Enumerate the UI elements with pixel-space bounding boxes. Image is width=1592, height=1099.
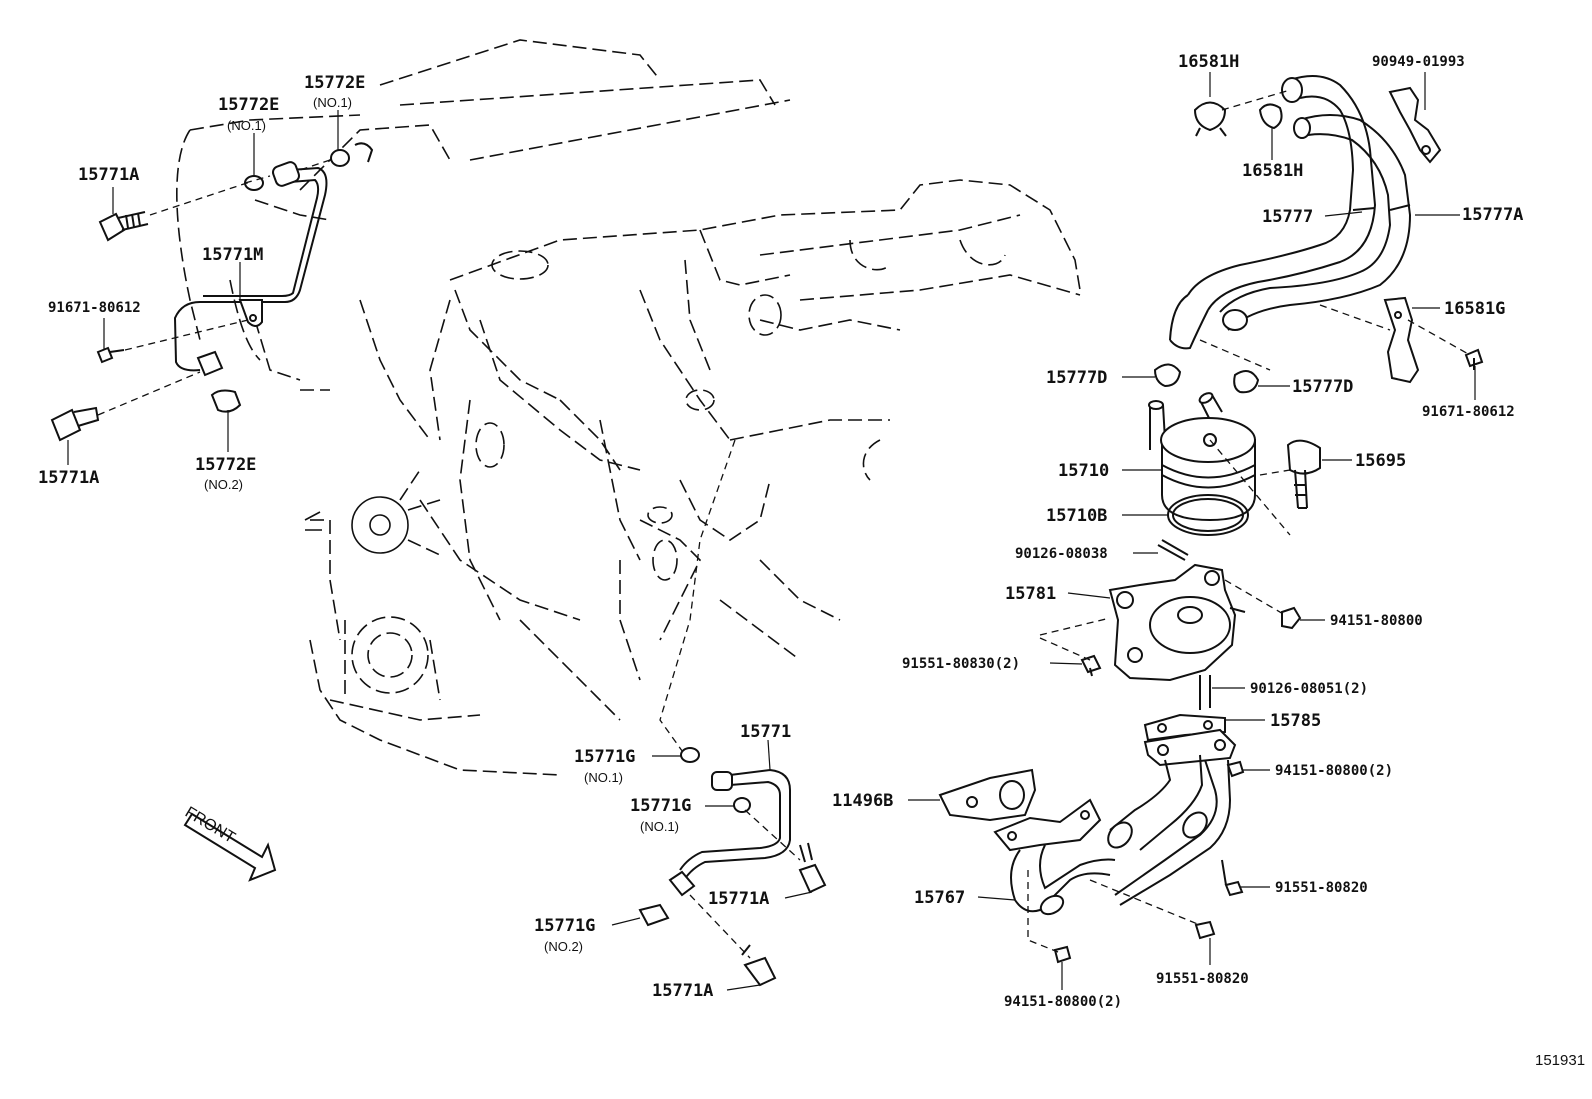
label-15710b: 15710B bbox=[1046, 506, 1107, 526]
label-15771g-c-sub: (NO.2) bbox=[544, 939, 583, 954]
label-15772e-b: 15772E bbox=[304, 73, 365, 93]
label-90126-b: 90126-08051(2) bbox=[1250, 681, 1368, 697]
label-91551-b: 91551-80820 bbox=[1275, 880, 1368, 896]
label-94151-a: 94151-80800 bbox=[1330, 613, 1423, 629]
label-15772e-b-sub: (NO.1) bbox=[313, 95, 352, 110]
label-91551-c: 91551-80820 bbox=[1156, 971, 1249, 987]
label-15771g-b-sub: (NO.1) bbox=[640, 819, 679, 834]
label-15777d-b: 15777D bbox=[1292, 377, 1353, 397]
label-15771a-a: 15771A bbox=[78, 165, 139, 185]
label-15777: 15777 bbox=[1262, 207, 1313, 227]
label-15771m: 15771M bbox=[202, 245, 263, 265]
label-11496b: 11496B bbox=[832, 791, 893, 811]
diagram-code: 151931 bbox=[1535, 1052, 1585, 1069]
label-16581h-a: 16581H bbox=[1178, 52, 1239, 72]
gasket-15771g-c-shape bbox=[638, 903, 670, 927]
engine-block-outline bbox=[176, 39, 1081, 776]
label-15772e-c: 15772E bbox=[195, 455, 256, 475]
leader-lines bbox=[67, 72, 1476, 991]
label-15781: 15781 bbox=[1005, 584, 1056, 604]
gasket-11496b-shape bbox=[938, 768, 1037, 822]
clamp-16581h-b-shape bbox=[1258, 103, 1283, 130]
label-94151-c: 94151-80800(2) bbox=[1004, 994, 1122, 1010]
gasket-15772e-b-shape bbox=[330, 149, 350, 167]
gasket-15771g-a-shape bbox=[680, 747, 700, 763]
label-15777d-a: 15777D bbox=[1046, 368, 1107, 388]
gasket-15772e-c-shape bbox=[210, 389, 242, 413]
label-91671-a: 91671-80612 bbox=[48, 300, 141, 316]
label-15772e-c-sub: (NO.2) bbox=[204, 477, 243, 492]
label-16581g: 16581G bbox=[1444, 299, 1505, 319]
label-15771g-b: 15771G bbox=[630, 796, 691, 816]
label-15777a: 15777A bbox=[1462, 205, 1523, 225]
front-arrow: FRONT bbox=[182, 804, 277, 882]
clamp-15777d-b-shape bbox=[1233, 370, 1260, 394]
oil-filter-bracket-15781-group bbox=[1039, 563, 1302, 710]
label-15771a-d: 15771A bbox=[652, 981, 713, 1001]
bolt-15695-shape bbox=[1286, 439, 1321, 475]
oil-pipe-15771m-group bbox=[50, 142, 374, 442]
gasket-15771g-b-shape bbox=[733, 797, 751, 813]
label-90949: 90949-01993 bbox=[1372, 54, 1465, 70]
label-90126-a: 90126-08038 bbox=[1015, 546, 1108, 562]
label-15771: 15771 bbox=[740, 722, 791, 742]
label-16581h-b: 16581H bbox=[1242, 161, 1303, 181]
label-15771g-c: 15771G bbox=[534, 916, 595, 936]
clamp-15777d-a-shape bbox=[1153, 363, 1182, 388]
part-labels: 15772E (NO.1) 15772E (NO.1) 15771A 15771… bbox=[38, 52, 1585, 1069]
label-91551-a: 91551-80830(2) bbox=[902, 656, 1020, 672]
label-15695: 15695 bbox=[1355, 451, 1406, 471]
oil-pipe-15771-group bbox=[638, 439, 827, 987]
clamp-16581h-a-shape bbox=[1193, 101, 1227, 132]
bracket-90949-shape bbox=[1388, 86, 1442, 164]
label-94151-b: 94151-80800(2) bbox=[1275, 763, 1393, 779]
label-15772e-a-sub: (NO.1) bbox=[227, 118, 266, 133]
label-15772e-a: 15772E bbox=[218, 95, 279, 115]
label-15771a-c: 15771A bbox=[708, 889, 769, 909]
label-15771g-a: 15771G bbox=[574, 747, 635, 767]
label-15710: 15710 bbox=[1058, 461, 1109, 481]
label-15767: 15767 bbox=[914, 888, 965, 908]
label-15771a-b: 15771A bbox=[38, 468, 99, 488]
oil-cooler-hoses-group bbox=[1169, 75, 1484, 384]
label-15771g-a-sub: (NO.1) bbox=[584, 770, 623, 785]
label-15785: 15785 bbox=[1270, 711, 1321, 731]
bracket-16581g-shape bbox=[1383, 296, 1420, 384]
label-91671-b: 91671-80612 bbox=[1422, 404, 1515, 420]
oil-pipe-15767-group bbox=[938, 713, 1245, 964]
